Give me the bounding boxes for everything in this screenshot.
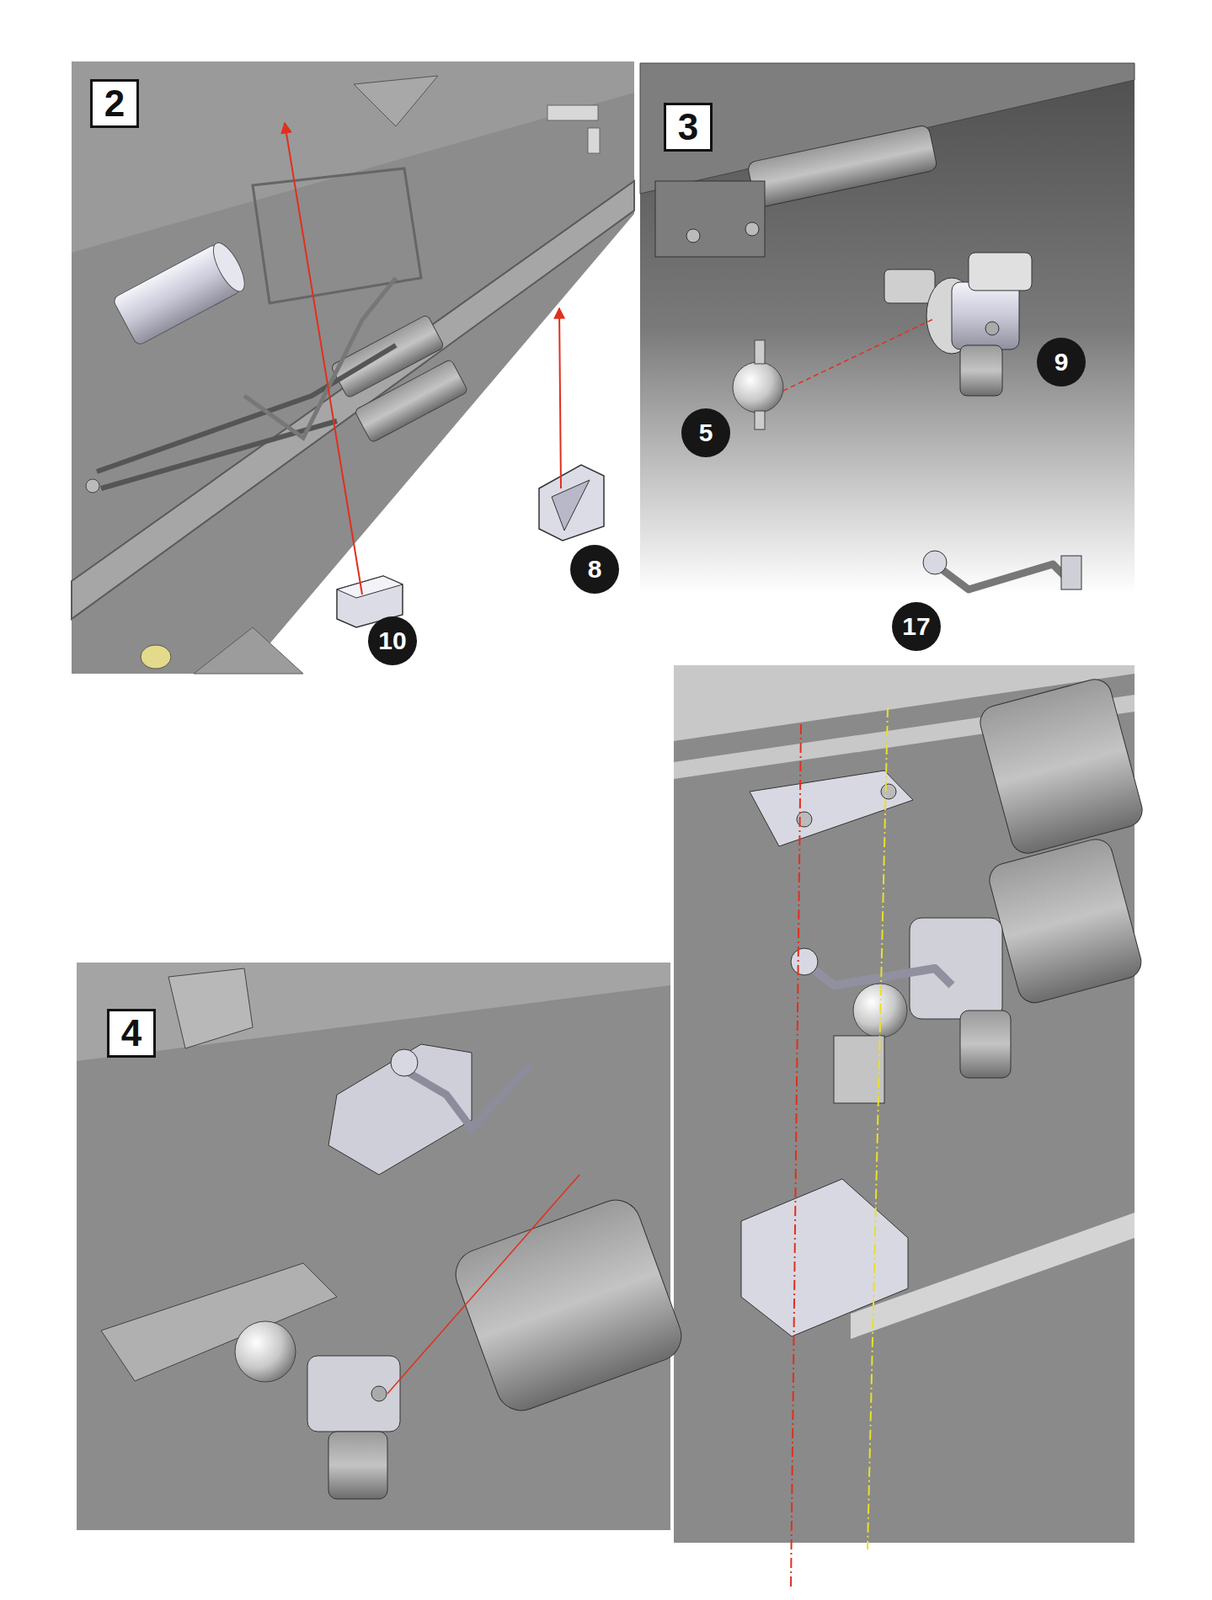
callout-number-text: 8 xyxy=(587,556,603,582)
step-number: 3 xyxy=(678,108,699,146)
callout-number-text: 17 xyxy=(902,614,930,640)
part-top xyxy=(336,576,403,598)
callout-number: 8 xyxy=(570,544,620,594)
callout-number-text: 5 xyxy=(699,420,714,446)
lever-end xyxy=(1061,555,1082,590)
cylinder xyxy=(985,835,1145,1007)
step-number-box: 3 xyxy=(663,102,713,152)
assembly-arrow xyxy=(284,122,363,595)
callout-number: 5 xyxy=(681,408,731,458)
bracket xyxy=(749,770,914,847)
part-shape xyxy=(539,464,604,541)
panel-ground xyxy=(640,63,1135,653)
valve-outlet xyxy=(960,1010,1011,1079)
linkage xyxy=(244,277,396,438)
part-face xyxy=(551,480,590,531)
bracket xyxy=(101,1263,337,1382)
slot xyxy=(547,105,598,121)
panel-step-2 xyxy=(71,61,635,674)
ball-valve xyxy=(732,362,784,413)
valve-assembly xyxy=(790,918,1011,1104)
cylinder xyxy=(448,1193,689,1419)
pin xyxy=(85,479,100,493)
lever xyxy=(395,1065,531,1129)
step-number-box: 4 xyxy=(106,1009,156,1058)
brake-cylinders xyxy=(330,314,469,444)
port xyxy=(985,321,999,336)
panel-ground xyxy=(71,61,635,674)
valve-cap xyxy=(968,252,1032,291)
slot xyxy=(587,128,600,154)
valve-body xyxy=(951,282,1020,350)
frame-rail xyxy=(76,962,671,1062)
part-8 xyxy=(539,464,604,541)
part-17 xyxy=(923,550,1082,590)
panel-step-3 xyxy=(640,63,1135,653)
cylinder-body xyxy=(354,358,469,444)
frame-rail xyxy=(71,61,635,253)
bracket xyxy=(353,75,438,127)
lever-eye xyxy=(390,1049,418,1077)
assembly-line xyxy=(783,318,935,391)
ball-valve xyxy=(234,1321,296,1383)
reservoir xyxy=(747,124,939,209)
air-cylinder xyxy=(112,238,251,347)
bolt-hole xyxy=(880,784,897,800)
axis-line xyxy=(790,724,801,1588)
assembly-arrow xyxy=(559,308,561,489)
axis-line xyxy=(867,707,888,1550)
step-number-box: 2 xyxy=(90,79,139,129)
valve-arm xyxy=(884,269,935,304)
bearing xyxy=(140,645,171,669)
stem xyxy=(754,411,765,430)
callout-number: 10 xyxy=(368,616,417,666)
lever xyxy=(804,961,952,986)
callout-number-text: 9 xyxy=(1054,349,1069,375)
cylinder xyxy=(976,675,1146,857)
stem xyxy=(754,340,765,364)
step-number: 4 xyxy=(121,1014,142,1052)
valve-body xyxy=(307,1356,401,1432)
frame-rail xyxy=(71,181,635,620)
callout-number: 17 xyxy=(891,602,941,652)
bracket xyxy=(741,1179,908,1337)
callout-number-text: 10 xyxy=(378,628,406,654)
step-number: 2 xyxy=(104,85,125,123)
bracket xyxy=(168,968,253,1049)
bolt xyxy=(745,222,759,236)
brake-rod xyxy=(96,345,396,489)
frame-outline xyxy=(252,168,422,304)
panel-step-4 xyxy=(76,962,689,1531)
part-9 xyxy=(884,252,1032,396)
cylinder-end xyxy=(207,238,251,296)
callout-number: 9 xyxy=(1036,337,1086,387)
bolt xyxy=(686,229,700,243)
assembly-line xyxy=(387,1174,580,1394)
valve-outlet xyxy=(960,345,1003,396)
bracket xyxy=(328,1044,472,1175)
lever xyxy=(934,564,1070,590)
frame-part xyxy=(193,627,304,674)
bracket xyxy=(655,181,765,257)
panel-detail xyxy=(673,665,1147,1588)
valve-outlet xyxy=(328,1431,388,1500)
lever-eye xyxy=(790,948,818,976)
lever-eye xyxy=(923,550,947,575)
mount xyxy=(833,1035,885,1104)
port xyxy=(371,1386,387,1402)
part-5 xyxy=(732,340,784,430)
